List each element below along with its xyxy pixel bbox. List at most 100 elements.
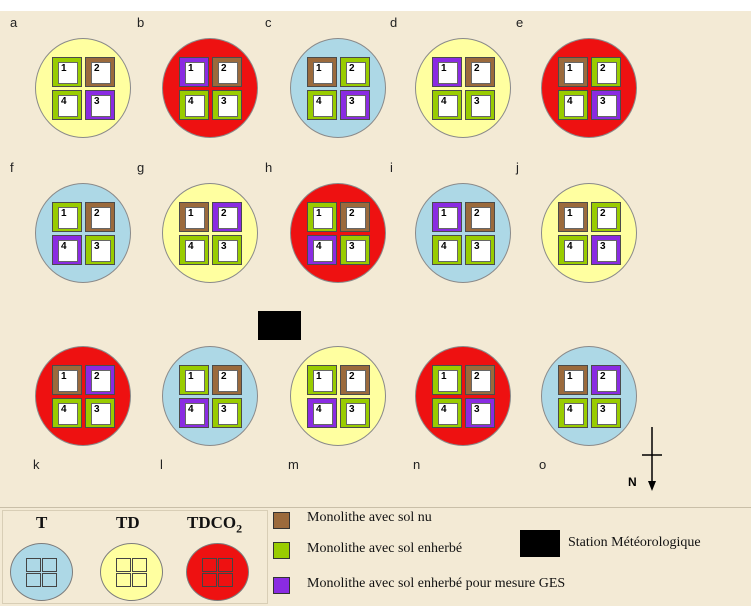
monolith-3: 3 — [340, 235, 370, 265]
monolith-number: 4 — [188, 241, 194, 252]
site-letter-c: c — [265, 15, 272, 30]
legend-grid-cell — [132, 558, 147, 572]
monolith-inner: 2 — [91, 62, 111, 84]
monolith-number: 4 — [316, 404, 322, 415]
legend-swatch-tdco2 — [186, 543, 249, 601]
legend-title-td: TD — [116, 513, 140, 532]
monolith-number: 3 — [349, 241, 355, 252]
monolith-4: 4 — [179, 398, 209, 428]
monolith-3: 3 — [212, 235, 242, 265]
monolith-inner: 4 — [58, 95, 78, 117]
monolith-number: 2 — [221, 63, 227, 74]
monolith-3: 3 — [340, 90, 370, 120]
monolith-number: 4 — [316, 241, 322, 252]
legend-label-sol-enherbe: Monolithe avec sol enherbé — [307, 541, 463, 556]
monolith-3: 3 — [465, 398, 495, 428]
monolith-grid: 1 2 4 3 — [307, 365, 371, 429]
monolith-2: 2 — [465, 365, 495, 395]
legend-grid-cell — [202, 558, 217, 572]
monolith-1: 1 — [52, 365, 82, 395]
legend-grid-cell — [116, 558, 131, 572]
monolith-number: 3 — [600, 96, 606, 107]
monolith-inner: 1 — [438, 62, 458, 84]
monolith-inner: 3 — [597, 240, 617, 262]
monolith-number: 1 — [188, 371, 194, 382]
monolith-grid: 1 2 4 3 — [558, 57, 622, 121]
monolith-number: 1 — [316, 371, 322, 382]
monolith-inner: 2 — [346, 370, 366, 392]
site-m: 1 2 4 3 — [290, 346, 386, 446]
monolith-number: 4 — [61, 241, 67, 252]
monolith-inner: 4 — [313, 403, 333, 425]
treatment-legend-box — [2, 510, 268, 604]
monolith-3: 3 — [212, 90, 242, 120]
site-letter-l: l — [160, 457, 163, 472]
monolith-inner: 4 — [438, 240, 458, 262]
monolith-inner: 3 — [346, 403, 366, 425]
monolith-inner: 3 — [218, 95, 238, 117]
monolith-2: 2 — [591, 202, 621, 232]
monolith-1: 1 — [432, 57, 462, 87]
monolith-inner: 1 — [58, 62, 78, 84]
monolith-inner: 3 — [346, 95, 366, 117]
monolith-number: 2 — [474, 208, 480, 219]
monolith-inner: 1 — [438, 370, 458, 392]
monolith-inner: 4 — [185, 240, 205, 262]
monolith-1: 1 — [558, 57, 588, 87]
site-letter-m: m — [288, 457, 299, 472]
monolith-number: 1 — [61, 63, 67, 74]
legend-grid — [116, 558, 148, 588]
monolith-2: 2 — [340, 365, 370, 395]
monolith-number: 1 — [567, 208, 573, 219]
monolith-inner: 4 — [58, 403, 78, 425]
monolith-4: 4 — [432, 398, 462, 428]
monolith-2: 2 — [465, 57, 495, 87]
site-letter-h: h — [265, 160, 273, 175]
monolith-inner: 4 — [313, 240, 333, 262]
monolith-inner: 3 — [471, 240, 491, 262]
monolith-inner: 1 — [58, 370, 78, 392]
monolith-4: 4 — [558, 90, 588, 120]
monolith-4: 4 — [179, 235, 209, 265]
monolith-1: 1 — [307, 57, 337, 87]
monolith-number: 1 — [61, 371, 67, 382]
monolith-2: 2 — [212, 365, 242, 395]
monolith-number: 2 — [474, 63, 480, 74]
site-letter-e: e — [516, 15, 524, 30]
monolith-3: 3 — [85, 90, 115, 120]
north-arrow-icon: N — [626, 425, 666, 495]
monolith-2: 2 — [212, 202, 242, 232]
monolith-number: 4 — [61, 404, 67, 415]
monolith-4: 4 — [307, 235, 337, 265]
monolith-number: 3 — [221, 404, 227, 415]
monolith-number: 3 — [94, 404, 100, 415]
monolith-inner: 2 — [218, 207, 238, 229]
monolith-2: 2 — [85, 57, 115, 87]
monolith-inner: 4 — [438, 403, 458, 425]
legend-grid-cell — [42, 573, 57, 587]
monolith-number: 2 — [349, 371, 355, 382]
legend-grid-cell — [116, 573, 131, 587]
monolith-inner: 3 — [597, 95, 617, 117]
monolith-inner: 3 — [471, 95, 491, 117]
monolith-4: 4 — [432, 235, 462, 265]
monolith-number: 2 — [600, 63, 606, 74]
monolith-2: 2 — [85, 202, 115, 232]
monolith-3: 3 — [465, 90, 495, 120]
monolith-number: 1 — [316, 208, 322, 219]
monolith-number: 2 — [600, 208, 606, 219]
north-label: N — [628, 475, 637, 489]
monolith-inner: 1 — [185, 370, 205, 392]
monolith-number: 3 — [349, 96, 355, 107]
monolith-inner: 2 — [597, 62, 617, 84]
monolith-4: 4 — [307, 398, 337, 428]
monolith-number: 1 — [441, 208, 447, 219]
monolith-2: 2 — [212, 57, 242, 87]
